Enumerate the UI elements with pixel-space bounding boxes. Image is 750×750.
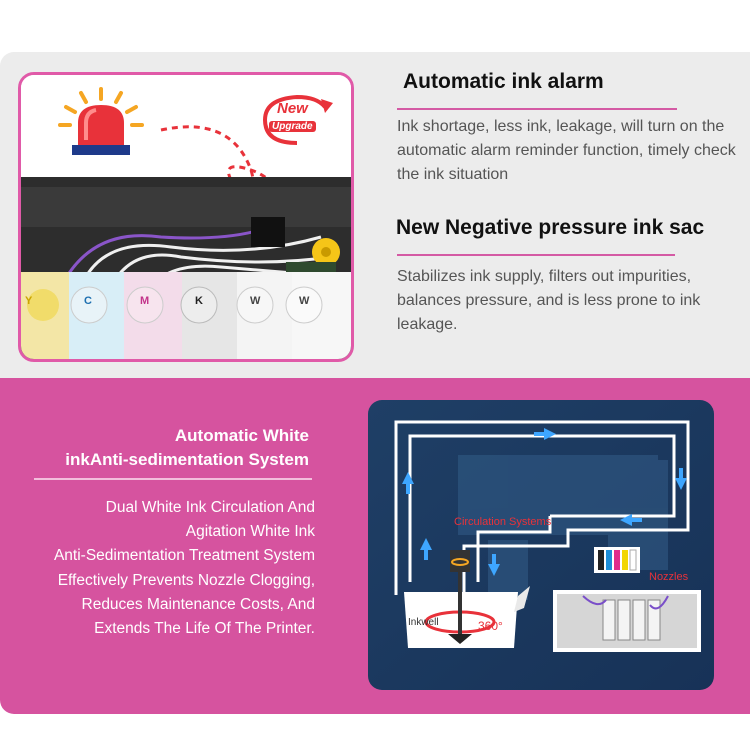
circulation-label: Circulation Systems: [454, 516, 552, 528]
white-ink-desc-line: Effectively Prevents Nozzle Clogging,: [57, 571, 315, 589]
inkwell-label: Inkwell: [408, 617, 439, 628]
ink-label-m: M: [140, 295, 150, 307]
flow-arrow-icon: [402, 428, 687, 576]
ink-label-k: K: [195, 295, 203, 307]
circulation-diagram: Circulation Systems Nozzles Inkwell 360°: [368, 400, 714, 690]
ink-label-w1: W: [250, 295, 261, 307]
white-ink-description: Dual White Ink Circulation And Agitation…: [54, 496, 315, 641]
ink-system-photo: Y C M K W W: [21, 177, 351, 359]
white-ink-title: Automatic White inkAnti-sedimentation Sy…: [65, 424, 309, 472]
white-ink-desc-line: Anti-Sedimentation Treatment System: [53, 547, 315, 565]
new-upgrade-badge: New Upgrade: [259, 93, 335, 147]
ink-label-c: C: [84, 295, 92, 307]
badge-new: New: [277, 100, 308, 117]
pressure-title-rule: [397, 254, 675, 256]
nozzles-label: Nozzles: [649, 571, 689, 583]
rotation-label: 360°: [478, 619, 503, 633]
alarm-title: Automatic ink alarm: [403, 70, 604, 93]
white-ink-title-line2: inkAnti-sedimentation System: [65, 450, 309, 469]
alarm-title-rule: [397, 108, 677, 110]
white-ink-desc-line: Agitation White Ink: [185, 523, 315, 541]
badge-upgrade: Upgrade: [269, 121, 316, 132]
white-ink-title-line1: Automatic White: [174, 426, 309, 445]
white-ink-desc-line: Reduces Maintenance Costs, And: [81, 595, 316, 613]
white-ink-desc-line: Extends The Life Of The Printer.: [94, 620, 315, 638]
pressure-description: Stabilizes ink supply, filters out impur…: [397, 268, 701, 333]
ink-label-w2: W: [299, 295, 310, 307]
alarm-description: Ink shortage, less ink, leakage, will tu…: [397, 118, 736, 183]
ink-alarm-photo: New Upgrade: [18, 72, 354, 362]
pressure-title: New Negative pressure ink sac: [396, 216, 705, 239]
ink-label-y: Y: [25, 295, 33, 307]
white-ink-desc-line: Dual White Ink Circulation And: [105, 499, 315, 516]
siren-icon: [58, 87, 144, 155]
white-ink-title-rule: [34, 478, 312, 480]
